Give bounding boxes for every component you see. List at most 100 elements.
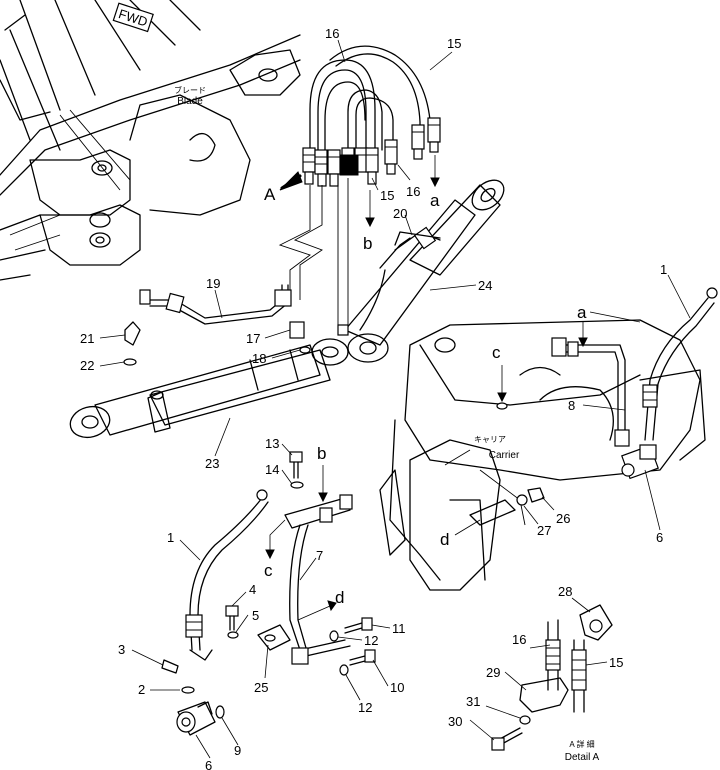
callout-14: 14 — [265, 462, 279, 477]
hose-1-right — [642, 287, 718, 441]
callout-29: 29 — [486, 665, 500, 680]
blade-structure — [0, 0, 301, 281]
oring-9 — [215, 705, 225, 719]
callout-24: 24 — [478, 278, 492, 293]
cylinder-24 — [337, 179, 505, 363]
detail-label-jp: A 詳 細 — [569, 739, 594, 749]
connection-a-right-label: a — [577, 303, 587, 322]
callout-6-bottom: 6 — [205, 758, 212, 770]
callout-8: 8 — [568, 398, 575, 413]
callout-7: 7 — [316, 548, 323, 563]
connection-c-lower-label: c — [264, 561, 273, 580]
washer-5 — [227, 631, 239, 639]
elbow-21 — [124, 321, 141, 346]
plate-29 — [519, 677, 569, 713]
bracket-25 — [257, 624, 291, 651]
callout-16-mid: 16 — [406, 184, 420, 199]
callout-12-upper: 12 — [364, 633, 378, 648]
callout-15-detail: 15 — [609, 655, 623, 670]
pipe-7 — [284, 494, 353, 665]
callout-2: 2 — [138, 682, 145, 697]
callout-31: 31 — [466, 694, 480, 709]
washer-14 — [290, 481, 304, 489]
bolt-30 — [491, 727, 523, 751]
washer-12-lower — [339, 664, 349, 676]
tee-6-right — [621, 444, 659, 480]
callout-3: 3 — [118, 642, 125, 657]
carrier-structure — [379, 319, 706, 591]
adapter-17 — [289, 321, 305, 339]
carrier-mount-d: d — [440, 487, 545, 549]
callout-numbers: 16 15 16 15 20 24 19 21 22 17 18 23 1 8 … — [80, 26, 667, 770]
callout-4: 4 — [249, 582, 256, 597]
washer-12-upper — [329, 630, 339, 642]
hose-break-line — [278, 185, 311, 300]
callout-28: 28 — [558, 584, 572, 599]
plug-3 — [161, 659, 179, 674]
callout-18: 18 — [252, 351, 266, 366]
connection-d-lower: d — [297, 588, 344, 621]
connection-b-lower-label: b — [317, 444, 326, 463]
callout-25: 25 — [254, 680, 268, 695]
callout-6-right: 6 — [656, 530, 663, 545]
callout-9: 9 — [234, 743, 241, 758]
hose-1-left — [185, 489, 269, 661]
callout-1-left: 1 — [167, 530, 174, 545]
callout-10: 10 — [390, 680, 404, 695]
view-arrow-a: A — [264, 171, 303, 204]
hose-bundle — [302, 45, 441, 187]
callout-22: 22 — [80, 358, 94, 373]
connection-c-carrier: c — [492, 343, 508, 410]
connection-d-carrier-label: d — [440, 530, 449, 549]
callout-26: 26 — [556, 511, 570, 526]
carrier-label-jp: キャリア — [474, 435, 506, 444]
callout-27: 27 — [537, 523, 551, 538]
callout-20: 20 — [393, 206, 407, 221]
pipe-19 — [139, 284, 292, 325]
detail-label-en: Detail A — [565, 752, 600, 763]
washer-31 — [519, 715, 531, 725]
carrier-label-en: Carrier — [489, 450, 520, 461]
cylinder-23 — [69, 338, 349, 439]
callout-17: 17 — [246, 331, 260, 346]
oring-22 — [123, 358, 137, 366]
washer-27 — [516, 494, 528, 506]
leader-lines — [99, 39, 691, 759]
callout-30: 30 — [448, 714, 462, 729]
connection-c-carrier-label: c — [492, 343, 501, 362]
nut-26 — [527, 487, 545, 503]
oring-18 — [299, 346, 311, 354]
view-arrow-label: A — [264, 185, 276, 204]
callout-1-top: 1 — [660, 262, 667, 277]
connection-b-top: b — [363, 190, 375, 253]
connection-d-lower-label: d — [335, 588, 344, 607]
callout-15-mid: 15 — [380, 188, 394, 203]
clamp-28 — [579, 604, 613, 641]
connection-a-right: a — [577, 303, 641, 348]
callout-11: 11 — [392, 621, 406, 636]
pipe-8 — [551, 337, 630, 447]
callout-23: 23 — [205, 456, 219, 471]
callout-16-detail: 16 — [512, 632, 526, 647]
callout-15-top: 15 — [447, 36, 461, 51]
callout-5: 5 — [252, 608, 259, 623]
callout-12-lower: 12 — [358, 700, 372, 715]
oring-2 — [181, 686, 195, 694]
blade-label-jp: ブレード — [174, 85, 206, 95]
callout-19: 19 — [206, 276, 220, 291]
tee-6-left — [176, 701, 216, 736]
connection-a-top-label: a — [430, 191, 440, 210]
callout-21: 21 — [80, 331, 94, 346]
blade-label-en: Blade — [177, 96, 203, 107]
connection-c-lower: c — [264, 519, 286, 580]
connection-b-lower: b — [317, 444, 328, 503]
bolt-11 — [344, 617, 373, 634]
fwd-badge: FWD — [112, 2, 154, 33]
connection-a-top: a — [430, 155, 440, 210]
connection-b-top-label: b — [363, 234, 372, 253]
bolt-13 — [289, 451, 303, 479]
pipe-20 — [394, 231, 441, 246]
bolt-10 — [349, 649, 376, 666]
detail-a — [491, 604, 613, 751]
